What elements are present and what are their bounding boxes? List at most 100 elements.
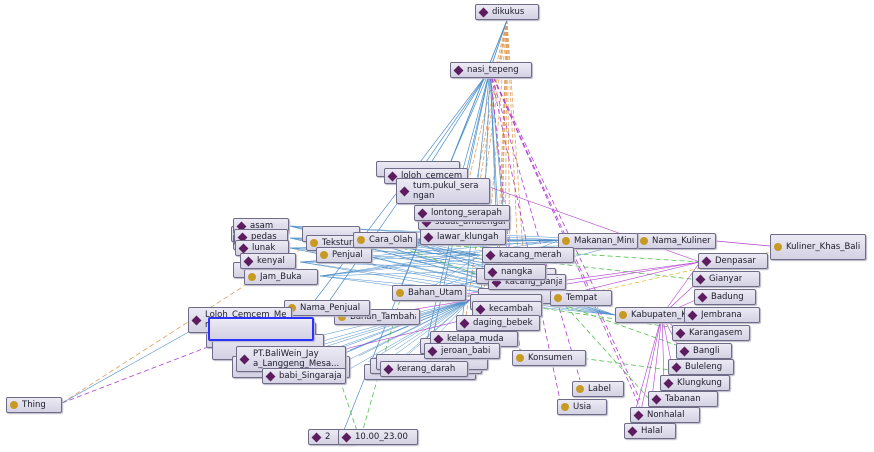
class-dot-icon bbox=[338, 313, 346, 321]
node-klungkung[interactable]: Klungkung bbox=[660, 375, 730, 391]
class-dot-icon bbox=[561, 403, 569, 411]
node-tumpukan-serangan[interactable]: tum.pukul_sera ngan bbox=[396, 178, 490, 204]
individual-diamond-icon bbox=[663, 378, 674, 388]
individual-diamond-icon bbox=[697, 292, 708, 302]
node-konsumen[interactable]: Konsumen bbox=[512, 350, 586, 366]
node-kerang-darah[interactable]: kerang_darah bbox=[380, 361, 468, 377]
graph-edge bbox=[559, 299, 651, 401]
graph-edge bbox=[489, 69, 581, 381]
node-thing[interactable]: Thing bbox=[6, 397, 62, 413]
class-dot-icon bbox=[554, 294, 562, 302]
node-cara-olah[interactable]: Cara_Olah bbox=[353, 232, 417, 248]
class-dot-icon bbox=[774, 243, 782, 251]
graph-edge bbox=[489, 69, 561, 401]
graph-edge bbox=[61, 319, 211, 404]
graph-edge bbox=[394, 299, 471, 351]
node-makanan-minuman[interactable]: Makanan_Minuman bbox=[558, 233, 638, 249]
node-karangasem[interactable]: Karangasem bbox=[672, 325, 750, 341]
node-nama-penjual[interactable]: Nama_Penjual bbox=[284, 300, 370, 316]
individual-diamond-icon bbox=[478, 7, 489, 17]
individual-diamond-icon bbox=[238, 243, 249, 253]
graph-edge bbox=[349, 299, 471, 351]
graph-edge bbox=[519, 304, 691, 331]
graph-edge bbox=[489, 19, 508, 71]
node-badung[interactable]: Badung bbox=[694, 289, 756, 305]
node-jembrana[interactable]: Jembrana bbox=[684, 307, 760, 323]
node-kuliner-khas-bali[interactable]: Kuliner_Khas_Bali bbox=[770, 234, 866, 260]
individual-diamond-icon bbox=[701, 256, 712, 266]
node-lawar-klungah[interactable]: lawar_klungah bbox=[420, 229, 506, 245]
node-pt-baliwein[interactable]: PT.BaliWein_Jay a_Langgeng_Mesa... bbox=[236, 346, 346, 372]
individual-diamond-icon bbox=[695, 274, 706, 284]
node-gianyar[interactable]: Gianyar bbox=[692, 271, 760, 287]
node-bangli[interactable]: Bangli bbox=[676, 343, 732, 359]
node-nasi-tepeng[interactable]: nasi_tepeng bbox=[450, 62, 532, 78]
graph-edge bbox=[715, 240, 771, 247]
graph-edge bbox=[403, 299, 471, 357]
class-dot-icon bbox=[10, 401, 18, 409]
individual-diamond-icon bbox=[459, 318, 470, 328]
graph-edge bbox=[299, 69, 491, 321]
node-tabanan[interactable]: Tabanan bbox=[648, 391, 718, 407]
graph-edge bbox=[506, 19, 521, 301]
node-daging-bebek[interactable]: daging_bebek bbox=[456, 315, 540, 331]
node-time-2[interactable]: 10.00_23.00 bbox=[338, 429, 418, 445]
node-halal[interactable]: Halal bbox=[624, 423, 676, 439]
graph-edge bbox=[479, 19, 508, 341]
node-usia[interactable]: Usia bbox=[557, 399, 607, 415]
node-nangka[interactable]: nangka bbox=[484, 264, 546, 280]
individual-diamond-icon bbox=[687, 310, 698, 320]
individual-diamond-icon bbox=[675, 328, 686, 338]
individual-diamond-icon bbox=[265, 371, 276, 381]
node-kacang-merah[interactable]: kacang_merah bbox=[482, 247, 574, 263]
individual-diamond-icon bbox=[191, 315, 202, 325]
class-dot-icon bbox=[288, 304, 296, 312]
graph-edge bbox=[304, 299, 471, 351]
individual-diamond-icon bbox=[239, 354, 250, 364]
node-buleleng[interactable]: Buleleng bbox=[668, 359, 734, 375]
individual-diamond-icon bbox=[341, 432, 352, 442]
graph-edge bbox=[639, 314, 663, 416]
class-dot-icon bbox=[562, 237, 570, 245]
graph-edge bbox=[489, 69, 601, 301]
individual-diamond-icon bbox=[487, 267, 498, 277]
individual-diamond-icon bbox=[475, 304, 486, 314]
class-dot-icon bbox=[357, 236, 365, 244]
graph-edge bbox=[319, 254, 481, 277]
individual-diamond-icon bbox=[417, 208, 428, 218]
selected-node-highlight[interactable] bbox=[208, 317, 314, 341]
graph-edge bbox=[489, 69, 641, 401]
node-bahan-utama[interactable]: Bahan_Utama bbox=[392, 285, 466, 301]
individual-diamond-icon bbox=[485, 250, 496, 260]
node-kenyal[interactable]: kenyal bbox=[240, 253, 296, 269]
node-nonhalal[interactable]: Nonhalal bbox=[630, 407, 700, 423]
node-denpasar[interactable]: Denpasar bbox=[698, 253, 768, 269]
individual-diamond-icon bbox=[453, 65, 464, 75]
graph-edge bbox=[469, 19, 508, 241]
graph-edge bbox=[661, 314, 673, 367]
node-babi-singaraja[interactable]: babi_Singaraja bbox=[262, 368, 346, 384]
graph-edge bbox=[469, 19, 508, 176]
graph-edge bbox=[319, 275, 616, 316]
individual-diamond-icon bbox=[651, 394, 662, 404]
node-lontong-serapah[interactable]: lontong_serapah bbox=[414, 205, 510, 221]
node-nama-kuliner[interactable]: Nama_Kuliner bbox=[636, 233, 716, 249]
individual-diamond-icon bbox=[243, 256, 254, 266]
node-jeroan-babi[interactable]: jeroan_babi bbox=[424, 343, 500, 359]
individual-diamond-icon bbox=[383, 364, 394, 374]
individual-diamond-icon bbox=[679, 346, 690, 356]
node-tempat[interactable]: Tempat bbox=[550, 290, 612, 306]
graph-edge bbox=[358, 299, 471, 357]
individual-diamond-icon bbox=[399, 186, 410, 196]
graph-edge bbox=[319, 239, 561, 277]
individual-diamond-icon bbox=[627, 426, 638, 436]
node-dikukus[interactable]: dikukus bbox=[475, 4, 539, 20]
node-label[interactable]: Label bbox=[572, 381, 624, 397]
node-penjual[interactable]: Penjual bbox=[316, 247, 372, 263]
individual-diamond-icon bbox=[671, 362, 682, 372]
graph-edge bbox=[661, 314, 665, 383]
graph-edge bbox=[340, 299, 471, 375]
node-jam-buka[interactable]: Jam_Buka bbox=[244, 269, 318, 285]
individual-diamond-icon bbox=[311, 432, 322, 442]
